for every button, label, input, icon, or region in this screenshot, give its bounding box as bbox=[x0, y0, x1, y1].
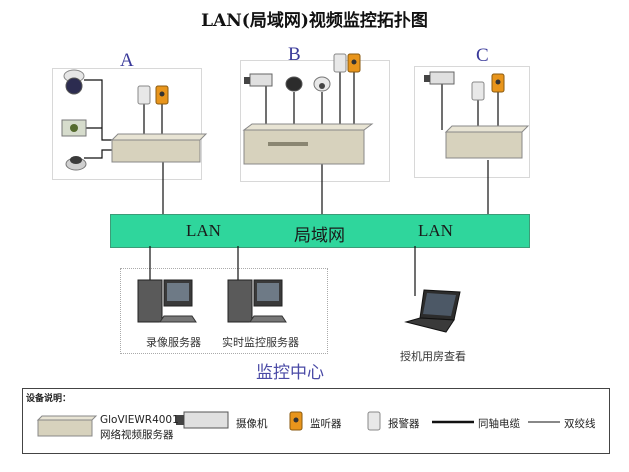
legend-alarm-label: 报警器 bbox=[388, 418, 420, 430]
legend-server-desc: 网络视频服务器 bbox=[100, 429, 174, 441]
monitoring-center-label: 监控中心 bbox=[256, 363, 324, 383]
recording-server-label: 录像服务器 bbox=[146, 336, 201, 349]
listener-icon bbox=[491, 73, 505, 93]
realtime-server-label: 实时监控服务器 bbox=[222, 336, 299, 349]
box-camera-icon bbox=[244, 73, 273, 87]
coax-line bbox=[84, 149, 112, 159]
lan-left-label: LAN bbox=[186, 221, 221, 240]
cable-lines bbox=[84, 72, 499, 296]
alarm-sensor-icon bbox=[333, 53, 347, 73]
legend-alarm-icon bbox=[367, 411, 381, 431]
diagram-title: LAN(局域网)视频监控拓扑图 bbox=[201, 11, 428, 31]
video-server-icon bbox=[242, 123, 374, 165]
legend-server-model: GloVIEWR4001 bbox=[100, 414, 179, 426]
laptop-icon bbox=[404, 289, 461, 333]
site-b-label: B bbox=[288, 44, 301, 65]
legend-listener-label: 监听器 bbox=[310, 418, 342, 430]
laptop-label: 授机用房查看 bbox=[400, 350, 466, 363]
lan-bar bbox=[110, 214, 530, 248]
legend-box bbox=[22, 388, 610, 454]
legend-twisted-label: 双绞线 bbox=[564, 418, 596, 430]
box-camera-icon bbox=[61, 119, 87, 137]
legend-coax-label: 同轴电缆 bbox=[478, 418, 520, 430]
coax-line bbox=[84, 79, 112, 141]
monitoring-center-area bbox=[120, 268, 328, 354]
recording-server-computer-icon bbox=[137, 279, 197, 323]
legend-listener-icon bbox=[289, 411, 303, 431]
listener-icon bbox=[347, 53, 361, 73]
site-b-frame bbox=[240, 60, 390, 182]
video-server-icon bbox=[110, 133, 208, 163]
dome-camera-icon bbox=[285, 76, 303, 92]
site-a-frame bbox=[52, 68, 202, 180]
site-c-frame bbox=[414, 66, 530, 178]
legend-server-icon bbox=[36, 415, 98, 437]
site-a-label: A bbox=[120, 50, 134, 71]
alarm-sensor-icon bbox=[471, 81, 485, 101]
lan-center-label: 局域网 bbox=[294, 226, 345, 245]
dome-camera-icon bbox=[65, 156, 87, 171]
dome-camera-icon bbox=[313, 76, 331, 92]
legend-camera-icon bbox=[176, 411, 229, 429]
box-camera-icon bbox=[424, 71, 455, 85]
lan-right-label: LAN bbox=[418, 221, 453, 240]
video-server-icon bbox=[444, 125, 530, 159]
alarm-sensor-icon bbox=[137, 85, 151, 105]
realtime-server-computer-icon bbox=[227, 279, 287, 323]
legend-camera-label: 摄像机 bbox=[236, 418, 268, 430]
site-c-label: C bbox=[476, 45, 489, 66]
legend-title: 设备说明： bbox=[26, 394, 72, 404]
ptz-camera-icon bbox=[63, 69, 85, 95]
listener-icon bbox=[155, 85, 169, 105]
